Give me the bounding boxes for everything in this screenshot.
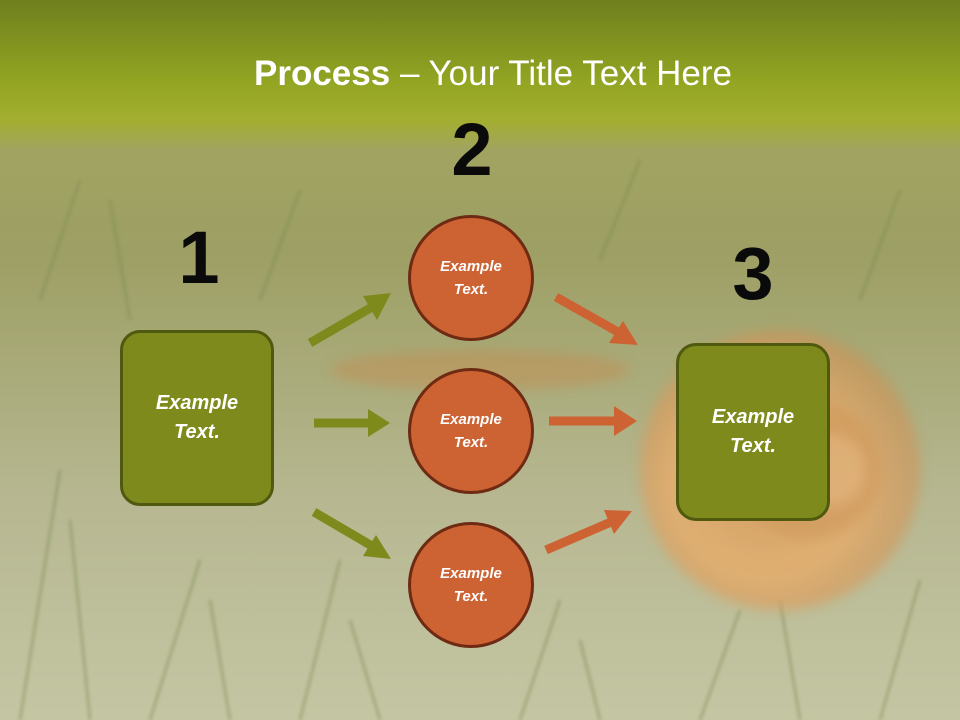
circle-top-text: Example Text. — [440, 258, 502, 298]
circle-bottom-text: Example Text. — [440, 565, 502, 605]
arrow-bottom-to-right-box — [544, 517, 613, 555]
circle-bottom[interactable]: Example Text. — [408, 522, 534, 648]
left-box[interactable]: Example Text. — [120, 330, 274, 506]
arrowhead-bottom-circle — [363, 535, 391, 559]
arrowhead-top-to-right-box — [609, 321, 638, 345]
arrowhead-middle-circle — [368, 409, 390, 437]
left-box-text: Example Text. — [155, 392, 239, 443]
step-number-3: 3 — [732, 232, 774, 315]
circle-middle-text: Example Text. — [440, 411, 502, 451]
grass-blades — [18, 159, 922, 720]
right-box[interactable]: Example Text. — [676, 343, 830, 521]
arrowhead-bottom-to-right-box — [604, 510, 632, 534]
arrow-to-bottom-circle — [311, 508, 375, 550]
title-bold: Process — [254, 54, 391, 93]
title-band — [0, 0, 960, 150]
circle-middle[interactable]: Example Text. — [408, 368, 534, 494]
title-rest: – Your Title Text Here — [390, 54, 732, 93]
circle-top[interactable]: Example Text. — [408, 215, 534, 341]
right-box-text: Example Text. — [711, 406, 795, 457]
arrowhead-top-circle — [363, 293, 391, 320]
arrowhead-middle-to-right-box — [614, 406, 637, 436]
step-number-2: 2 — [451, 108, 493, 191]
slide-title: Process – Your Title Text Here — [0, 50, 960, 98]
arrow-top-to-right-box — [553, 293, 621, 336]
arrow-to-top-circle — [307, 303, 375, 347]
step-number-1: 1 — [178, 216, 220, 299]
